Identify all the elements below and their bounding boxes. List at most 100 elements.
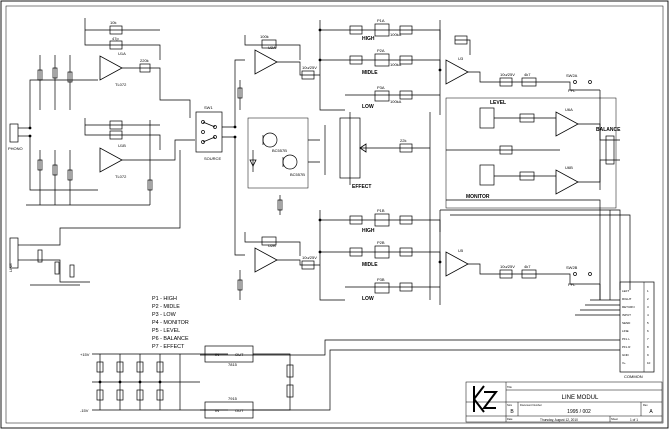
u6b-label: U6B	[565, 165, 573, 170]
legend-p3: P3 - LOW	[152, 312, 177, 318]
p1a-name: P1A	[377, 18, 385, 23]
u3-label: U3	[458, 56, 464, 61]
balance-label: BALANCE	[596, 127, 621, 133]
connector-pin-number: 4	[647, 313, 649, 317]
common-label: COMMON	[624, 374, 643, 379]
reg2-type: 7915	[228, 396, 238, 401]
connector-pin-label: LEFT	[622, 289, 630, 293]
legend-p7: P7 - EFFECT	[152, 344, 185, 350]
connector-pin-number: 2	[647, 297, 649, 301]
reg2-in: IN	[215, 408, 219, 413]
kz-logo	[473, 385, 498, 413]
low-label-bottom: LOW	[362, 296, 374, 302]
connector-pin-label: PFL R	[622, 345, 631, 349]
legend-p6: P6 - BALANCE	[152, 336, 189, 342]
line-input-network	[30, 150, 181, 286]
u5-label: U5	[458, 248, 464, 253]
value-r-out-top: 4k7	[524, 72, 531, 77]
value-c-top1: 47p	[112, 36, 119, 41]
low-label-top: LOW	[362, 104, 374, 110]
sw1-label: SW1	[204, 105, 213, 110]
document-title: LINE MODUL	[562, 395, 599, 401]
level-balance-section: LEVEL BALANCE MONITOR U6A U6B	[445, 97, 621, 209]
connector-pin-label: RIGHT	[622, 297, 632, 301]
p2a-name: P2A	[377, 48, 385, 53]
reg1-out: OUT	[235, 352, 244, 357]
label-rev: Rev	[643, 403, 648, 407]
label-sheet: Sheet	[611, 417, 618, 421]
legend-p2: P2 - MIDLE	[152, 304, 180, 310]
monitor-label: MONITOR	[466, 194, 490, 200]
label-title: Title	[507, 385, 512, 389]
bus-wiring	[200, 90, 631, 411]
label-size: Size	[507, 403, 513, 407]
connector-pin-number: 3	[647, 305, 649, 309]
line-input: LINE	[8, 237, 30, 272]
u1a-type: TL072	[115, 82, 127, 87]
u1a-label: U1A	[118, 51, 126, 56]
connector-pin-label: V+	[622, 361, 626, 365]
power-supply: +15V -15V IN OUT 7815 IN OUT 7915	[80, 345, 294, 419]
legend-p4: P4 - MONITOR	[152, 320, 189, 326]
midle-label-bottom: MIDLE	[362, 262, 378, 268]
connector-pin-number: 8	[647, 345, 649, 349]
p2b-name: P2B	[377, 240, 385, 245]
midle-label-top: MIDLE	[362, 70, 378, 76]
level-label: LEVEL	[490, 100, 506, 106]
reg1-type: 7815	[228, 362, 238, 367]
pfl-label-bottom: PFL	[568, 282, 576, 287]
connector-pin-label: RETURN	[622, 305, 635, 309]
sheet-size: B	[510, 409, 514, 415]
value-c-out-bottom: 10u/25V	[500, 264, 515, 269]
u1b-label: U1B	[118, 143, 126, 148]
line-label: LINE	[8, 263, 13, 272]
document-number: 1995 / 002	[567, 409, 591, 415]
sw2b-label: SW2B	[566, 265, 578, 270]
source-label: SOURCE	[204, 156, 221, 161]
minus15v-label: -15V	[80, 408, 89, 413]
phono-label: PHONO	[8, 146, 23, 151]
high-label-top: HIGH	[362, 36, 375, 42]
revision: A	[649, 409, 653, 415]
phono-preamp: U1A TL072 U1B TL072	[26, 18, 195, 206]
p1b-name: P1B	[377, 208, 385, 213]
value-r-top2: 220k	[140, 58, 149, 63]
sheet-number: 1 of 1	[630, 418, 638, 422]
u6a-label: U6A	[565, 107, 573, 112]
component-values: 10k 47p 220k 100k 10u/25V 10u/25V P1A P2…	[110, 18, 531, 282]
pfl-label-top: PFL	[568, 88, 576, 93]
effect-label: EFFECT	[352, 184, 371, 190]
connector-pin-label: PFL L	[622, 337, 630, 341]
p3a-name: P3A	[377, 85, 385, 90]
connector-pin-number: 7	[647, 337, 649, 341]
high-label-bottom: HIGH	[362, 228, 375, 234]
connector-pin-number: 1	[647, 289, 649, 293]
sw2a-label: SW2A	[566, 73, 578, 78]
u1b-type: TL072	[115, 174, 127, 179]
connector-pin-number: 9	[647, 353, 649, 357]
document-date: Thursday, August 12, 2010	[540, 418, 578, 422]
connector-pin-label: LINE	[622, 329, 629, 333]
junctions	[28, 28, 442, 384]
mute-transistors: BC557B BC557B	[247, 117, 320, 215]
value-r-u2a: 100k	[260, 34, 269, 39]
reg2-out: OUT	[235, 408, 244, 413]
legend-p5: P5 - LEVEL	[152, 328, 180, 334]
legend-p1: P1 - HIGH	[152, 296, 177, 302]
value-r-top1: 10k	[110, 20, 116, 25]
p3a-value: 100kA	[390, 99, 402, 104]
p3b-name: P3B	[377, 277, 385, 282]
tone-stack-top: HIGH MIDLE LOW U3 SW2A PFL	[319, 20, 600, 115]
connector-pin-number: 10	[647, 361, 651, 365]
value-c-u2a: 10u/25V	[302, 65, 317, 70]
value-r-effect: 22k	[400, 138, 406, 143]
phono-input: PHONO	[8, 123, 30, 151]
connector-pin-label: SEND	[622, 321, 631, 325]
reg1-in: IN	[215, 352, 219, 357]
label-document-number: Document Number	[520, 403, 542, 407]
value-r-out-bottom: 4k7	[524, 264, 531, 269]
